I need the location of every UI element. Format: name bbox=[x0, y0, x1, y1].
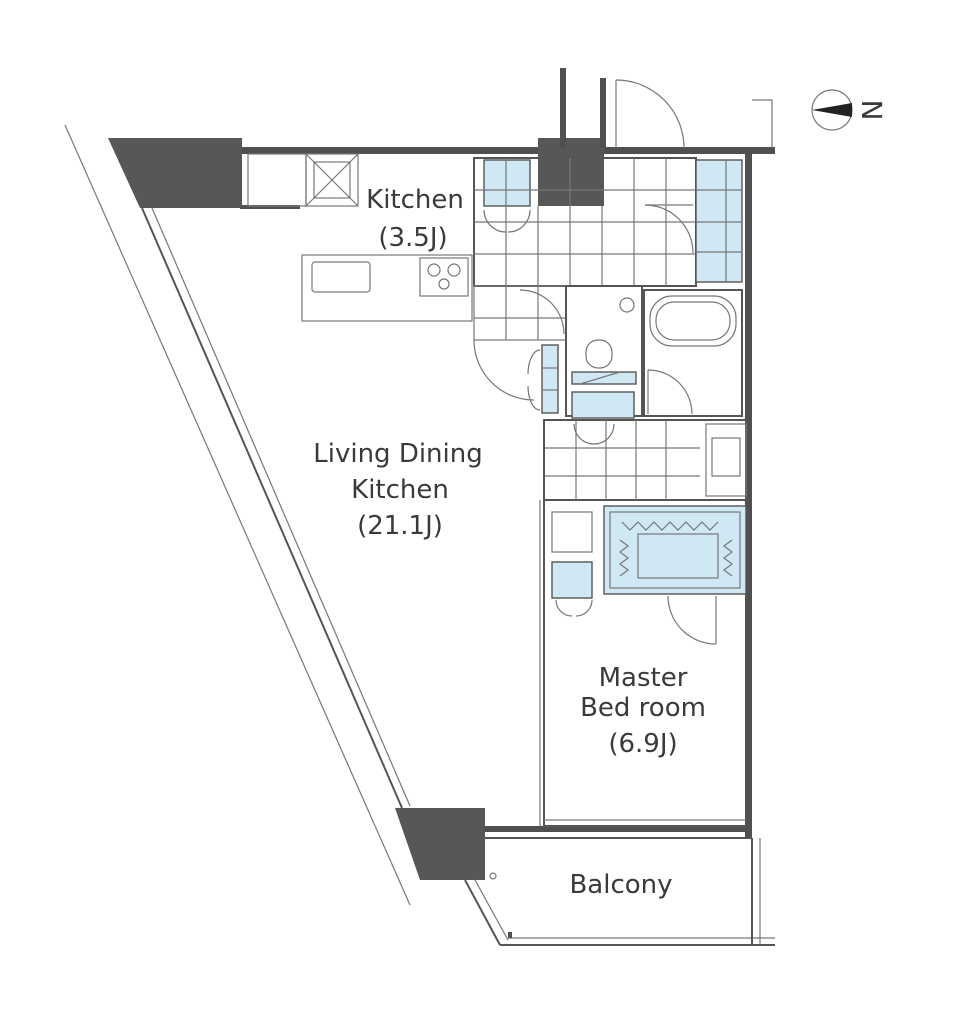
bedroom-label-line2: Bed room bbox=[580, 693, 706, 723]
kitchen-label: Kitchen bbox=[366, 185, 464, 215]
bedroom-walls bbox=[539, 420, 746, 827]
pillar-top-left bbox=[108, 138, 242, 208]
exterior-walls bbox=[141, 147, 775, 837]
bathtub bbox=[649, 295, 737, 347]
stove-icon bbox=[419, 257, 469, 297]
balcony-label: Balcony bbox=[569, 870, 672, 900]
pillar-top-center bbox=[538, 138, 604, 206]
facade-line bbox=[64, 124, 411, 906]
ldk-label-line1: Living Dining bbox=[313, 439, 483, 469]
compass-north-label: N bbox=[856, 100, 889, 121]
bedroom-size: (6.9J) bbox=[608, 729, 677, 759]
toilet bbox=[585, 339, 613, 369]
bathroom bbox=[473, 285, 743, 419]
bedroom-label-line1: Master bbox=[599, 663, 688, 693]
fridge bbox=[483, 159, 531, 207]
pillar-bottom bbox=[395, 808, 485, 880]
kitchen-size: (3.5J) bbox=[378, 223, 447, 253]
cabinet-1 bbox=[551, 511, 593, 553]
kitchen-sink-icon bbox=[311, 261, 371, 293]
kitchen-counter bbox=[301, 254, 473, 322]
compass-arrow-icon bbox=[812, 103, 852, 117]
ldk-label-line2: Kitchen bbox=[351, 475, 449, 505]
entrance bbox=[560, 68, 773, 149]
wardrobe bbox=[603, 505, 747, 595]
washbasin bbox=[571, 391, 635, 419]
cabinet-2 bbox=[551, 561, 593, 599]
balcony bbox=[464, 837, 775, 946]
closet-tiles bbox=[543, 419, 747, 501]
compass: N bbox=[811, 89, 889, 131]
shoe-cabinet bbox=[695, 159, 743, 283]
ldk-size: (21.1J) bbox=[357, 511, 443, 541]
kitchen-area bbox=[247, 153, 531, 322]
